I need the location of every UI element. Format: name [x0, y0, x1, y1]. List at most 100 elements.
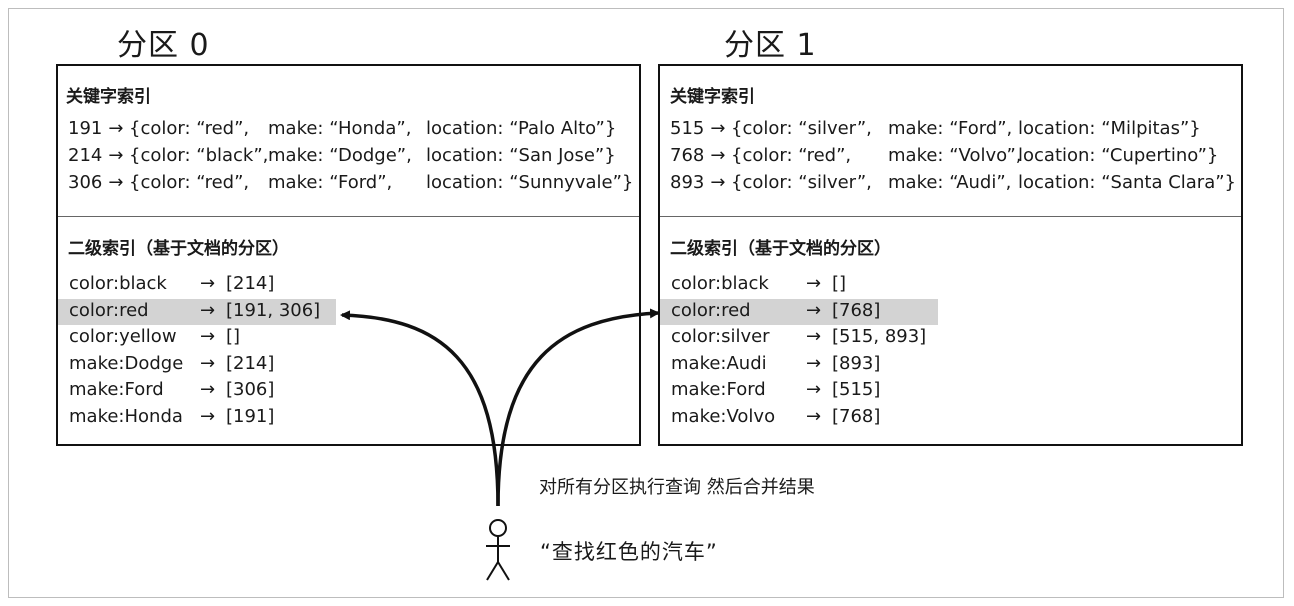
secondary-index-row: color:black → []	[660, 272, 938, 298]
arrow-to-partition-0	[340, 310, 500, 507]
posting-list: [768]	[832, 405, 881, 427]
primary-index-row: 214→{color: “black”,make: “Dodge”,locati…	[68, 145, 628, 171]
doc-color: {color: “black”,	[129, 145, 269, 166]
index-term: color:yellow	[69, 326, 177, 347]
arrow-glyph: →	[108, 172, 124, 193]
arrow-glyph: →	[200, 326, 216, 347]
doc-id: 515	[670, 118, 705, 139]
doc-id: 893	[670, 172, 705, 193]
arrow-glyph: →	[200, 299, 216, 321]
posting-list: [515, 893]	[832, 326, 927, 347]
doc-location: location: “Milpitas”}	[1018, 118, 1201, 139]
index-term: make:Volvo	[671, 405, 776, 427]
posting-list: [191, 306]	[226, 299, 321, 321]
primary-index-row: 191→{color: “red”,make: “Honda”,location…	[68, 118, 628, 144]
primary-index-row: 768→ {color: “red”, make: “Volvo”,location…	[670, 145, 1230, 171]
doc-id-group: 515→	[670, 118, 725, 139]
posting-list: [191]	[226, 405, 275, 427]
arrow-glyph: →	[806, 299, 822, 321]
partition-0-title: 分区 0	[117, 28, 210, 63]
doc-color: {color: “red”,	[129, 118, 250, 139]
arrow-glyph: →	[108, 118, 124, 139]
scatter-caption: 对所有分区执行查询 然后合并结果	[539, 477, 815, 498]
secondary-index-row: make:Honda → [191]	[58, 405, 336, 431]
index-term: make:Dodge	[69, 352, 184, 374]
doc-color: {color: “red”,	[731, 145, 852, 166]
figure-frame	[8, 8, 1284, 598]
primary-index-row: 515→{color: “silver”,make: “Ford”,locati…	[670, 118, 1230, 144]
index-term: make:Ford	[671, 379, 766, 400]
posting-list: [768]	[832, 299, 881, 321]
secondary-index-row: color:yellow → []	[58, 325, 336, 351]
secondary-index-row: make:Dodge → [214]	[58, 352, 336, 378]
arrow-glyph: →	[200, 352, 216, 374]
partition-1-title: 分区 1	[724, 28, 817, 63]
partition-1-secondary-heading: 二级索引（基于文档的分区）	[670, 239, 891, 259]
primary-index-row: 306→{color: “red”,make: “Ford”,location:…	[68, 172, 633, 198]
secondary-index-row: make:Ford→[515]	[660, 378, 938, 404]
secondary-index-row-highlighted: color:red → [768]	[660, 298, 938, 325]
arrow-glyph: →	[108, 145, 124, 166]
posting-list: [214]	[226, 352, 275, 374]
arrow-glyph: →	[200, 273, 216, 294]
doc-make: make: “Audi”,	[888, 172, 1012, 193]
posting-list: []	[832, 273, 847, 294]
index-term: color:silver	[671, 326, 770, 347]
doc-id-group: 191→	[68, 118, 123, 139]
doc-color: {color: “red”,	[129, 172, 250, 193]
client-query: “查找红色的汽车”	[540, 540, 718, 564]
partition-1-box: 关键字索引 515→{color: “silver”,make: “Ford”,…	[658, 64, 1243, 446]
doc-make: make: “Honda”,	[268, 118, 412, 139]
partition-0-divider	[58, 216, 639, 217]
secondary-index-row: color:silver → [515, 893]	[660, 325, 938, 351]
arrow-glyph: →	[806, 405, 822, 427]
posting-list: []	[226, 326, 241, 347]
doc-id: 768	[670, 145, 705, 166]
partition-1-divider	[660, 216, 1241, 217]
secondary-index-row: make:Volvo → [768]	[660, 405, 938, 431]
doc-id: 214	[68, 145, 103, 166]
arrow-glyph: →	[710, 118, 726, 139]
partition-1-primary-heading: 关键字索引	[670, 87, 755, 107]
doc-make: make: “Volvo”,	[888, 145, 1022, 166]
arrow-glyph: →	[200, 405, 216, 427]
primary-index-row: 893→{color: “silver”,make: “Audi”,locati…	[670, 172, 1236, 198]
partition-0-primary-heading: 关键字索引	[66, 87, 151, 107]
doc-color: {color: “silver”,	[731, 118, 872, 139]
arrow-glyph: →	[806, 379, 822, 400]
doc-color: {color: “silver”,	[731, 172, 872, 193]
arrow-glyph: →	[200, 379, 216, 400]
arrow-glyph: →	[806, 326, 822, 347]
index-term: color:red	[69, 299, 149, 321]
arrow-glyph: →	[806, 352, 822, 374]
index-term: color:red	[671, 299, 751, 321]
secondary-index-row-highlighted: color:red → [191, 306]	[58, 298, 336, 325]
doc-make: make: “Ford”,	[888, 118, 1013, 139]
partition-0-box: 关键字索引 191→{color: “red”,make: “Honda”,lo…	[56, 64, 641, 446]
doc-location: location: “Palo Alto”}	[426, 118, 617, 139]
doc-location: location: “Sunnyvale”}	[426, 172, 634, 193]
arrow-to-partition-1	[496, 308, 660, 507]
partition-0-secondary-heading: 二级索引（基于文档的分区）	[68, 239, 289, 259]
doc-id-group: 893→	[670, 172, 725, 193]
doc-id: 191	[68, 118, 103, 139]
index-term: make:Audi	[671, 352, 767, 374]
doc-id-group: 768→	[670, 145, 725, 166]
secondary-index-row: color:black → [214]	[58, 272, 336, 298]
arrow-glyph: →	[806, 273, 822, 294]
doc-id-group: 306→	[68, 172, 123, 193]
index-term: color:black	[69, 273, 167, 294]
doc-location: location: “Cupertino”}	[1018, 145, 1219, 166]
person-icon	[486, 519, 510, 581]
posting-list: [306]	[226, 379, 275, 400]
posting-list: [893]	[832, 352, 881, 374]
posting-list: [214]	[226, 273, 275, 294]
doc-id: 306	[68, 172, 103, 193]
index-term: color:black	[671, 273, 769, 294]
index-term: make:Honda	[69, 405, 183, 427]
secondary-index-row: make:Audi → [893]	[660, 352, 938, 378]
arrow-glyph: →	[710, 172, 726, 193]
doc-id-group: 214→	[68, 145, 123, 166]
